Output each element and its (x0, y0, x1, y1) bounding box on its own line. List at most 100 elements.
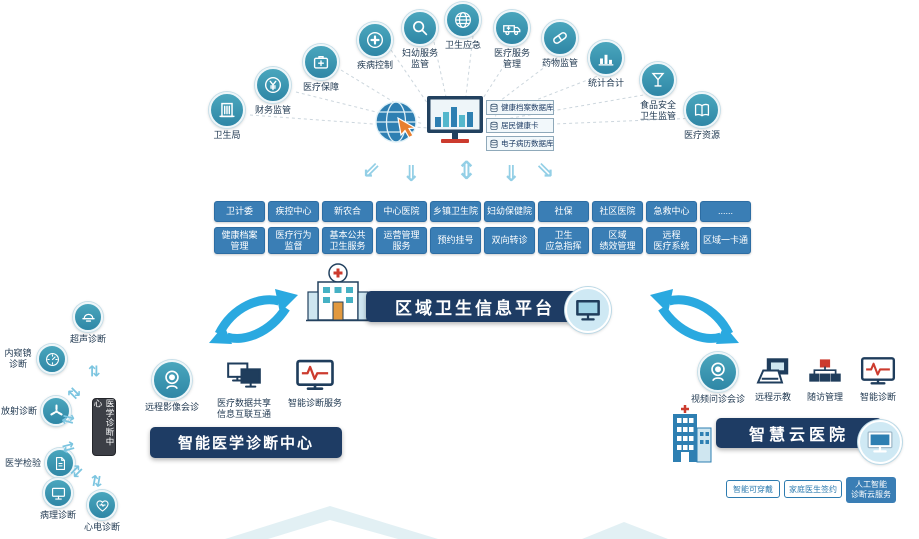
org-button[interactable]: 社区医院 (592, 201, 643, 222)
cloud-hospital-building-icon (670, 404, 716, 469)
service-button[interactable]: 医疗行为 监督 (268, 227, 319, 254)
database-icon (489, 139, 499, 149)
service-button[interactable]: 基本公共 卫生服务 (322, 227, 373, 254)
node-label: 智能诊断 (859, 392, 896, 402)
database-label: 居民健康卡 (501, 121, 539, 130)
diagnosis-center-banner[interactable]: 智能医学诊断中心 (150, 427, 342, 458)
org-button[interactable]: 新农合 (322, 201, 373, 222)
glass-icon (640, 62, 676, 98)
cycle-node-ecg: 心电诊断 (74, 490, 130, 533)
arc-node-medical-security: 医疗保障 (303, 44, 339, 93)
document-icon (45, 448, 75, 478)
node-label: 食品安全 卫生监管 (640, 100, 677, 121)
cycle-node-medical-test: 医学检验 (4, 448, 75, 478)
service-button[interactable]: 双向转诊 (484, 227, 535, 254)
device-label: 医学诊断中心 (93, 399, 115, 447)
arc-node-health-bureau: 卫生局 (209, 92, 245, 141)
org-button[interactable]: 卫计委 (214, 201, 265, 222)
node-label: 远程影像会诊 (144, 402, 199, 412)
decor-chevron (582, 522, 668, 539)
service-node-ai-diagnosis: 智能诊断 (848, 352, 908, 403)
node-label: 统计合计 (588, 78, 625, 88)
sync-arrows-right-icon (648, 282, 743, 349)
node-label: 医学检验 (4, 457, 41, 468)
node-label: 视频问诊会诊 (690, 394, 745, 404)
node-label: 医疗资源 (684, 130, 721, 140)
service-button[interactable]: 运营管理 服务 (376, 227, 427, 254)
org-button[interactable]: ...... (700, 201, 751, 222)
gauge-icon (37, 344, 67, 374)
org-button[interactable]: 疾控中心 (268, 201, 319, 222)
service-button[interactable]: 区域 绩效管理 (592, 227, 643, 254)
service-button[interactable]: 区域一卡通 (700, 227, 751, 254)
service-node-smart-diagnosis: 智能诊断服务 (282, 354, 348, 409)
service-node-data-sharing: 医疗数据共享 信息互联互通 (204, 356, 284, 420)
sync-arrows-left-icon (205, 282, 300, 349)
node-label: 财务监管 (255, 105, 292, 115)
org-button-row: 卫计委 疾控中心 新农合 中心医院 乡镇卫生院 妇幼保健院 社保 社区医院 急救… (214, 201, 751, 222)
pill-icon (542, 20, 578, 56)
database-box[interactable]: 居民健康卡 (486, 118, 554, 133)
ambulance-icon (494, 10, 530, 46)
service-button[interactable]: 远程 医疗系统 (646, 227, 697, 254)
wearable-button[interactable]: 智能可穿戴 (726, 480, 780, 498)
node-label: 卫生应急 (445, 40, 482, 50)
database-box[interactable]: 健康档案数据库 (486, 100, 554, 115)
globe-icon (445, 2, 481, 38)
node-label: 内窥镜 诊断 (4, 348, 32, 369)
node-label: 卫生局 (213, 130, 241, 140)
webcam-icon (698, 352, 738, 392)
node-label: 医疗保障 (303, 82, 340, 92)
flow-arrow-icon: ⇕ (456, 156, 477, 185)
hospital-icon (306, 262, 370, 327)
service-button[interactable]: 卫生 应急指挥 (538, 227, 589, 254)
org-button[interactable]: 妇幼保健院 (484, 201, 535, 222)
exchange-arrow-icon: ⇄ (85, 364, 104, 378)
platform-banner[interactable]: 区域卫生信息平台 (366, 291, 584, 322)
ai-cloud-service-button[interactable]: 人工智能 诊断云服务 (846, 477, 896, 503)
building-icon (209, 92, 245, 128)
ecg-monitor-icon (855, 352, 901, 390)
arc-node-medical-service-mgmt: 医疗服务 管理 (494, 10, 530, 70)
org-button[interactable]: 急救中心 (646, 201, 697, 222)
database-label: 健康档案数据库 (501, 103, 554, 112)
database-icon (489, 103, 499, 113)
node-label: 放射诊断 (0, 405, 37, 416)
family-doctor-button[interactable]: 家庭医生签约 (784, 480, 842, 498)
node-label: 远程示教 (754, 392, 791, 402)
node-label: 心电诊断 (83, 522, 120, 532)
org-chart-icon (806, 356, 844, 390)
node-label: 智能诊断服务 (287, 398, 342, 408)
globe-cursor-icon (372, 98, 422, 153)
node-label: 病理诊断 (39, 510, 76, 520)
yen-icon (255, 67, 291, 103)
org-button[interactable]: 中心医院 (376, 201, 427, 222)
diagnosis-device: 医学诊断中心 (92, 398, 116, 456)
service-button[interactable]: 预约挂号 (430, 227, 481, 254)
node-label: 妇幼服务 监管 (402, 48, 439, 69)
org-button[interactable]: 乡镇卫生院 (430, 201, 481, 222)
webcam-icon (152, 360, 192, 400)
medkit-icon (303, 44, 339, 80)
magnifier-icon (402, 10, 438, 46)
arc-node-statistics: 统计合计 (588, 40, 624, 89)
screens-icon (221, 356, 267, 396)
laptop-icon (752, 354, 794, 390)
cycle-node-endoscope: 内窥镜 诊断 (2, 344, 67, 374)
database-box[interactable]: 电子病历数据库 (486, 136, 554, 151)
cloud-hospital-banner[interactable]: 智慧云医院 (716, 418, 882, 448)
dashboard-monitor-icon (426, 95, 484, 150)
decor-chevron (268, 520, 398, 539)
service-button[interactable]: 健康档案 管理 (214, 227, 265, 254)
node-label: 药物监管 (542, 58, 579, 68)
flow-arrow-icon: ⇓ (402, 162, 421, 187)
database-label: 电子病历数据库 (501, 139, 554, 148)
service-node-remote-teaching: 远程示教 (744, 354, 802, 403)
radiation-icon (41, 396, 71, 426)
node-label: 医疗服务 管理 (494, 48, 531, 69)
service-button-row: 健康档案 管理 医疗行为 监督 基本公共 卫生服务 运营管理 服务 预约挂号 双… (214, 227, 751, 254)
org-button[interactable]: 社保 (538, 201, 589, 222)
cycle-node-pathology: 病理诊断 (30, 478, 86, 521)
book-icon (684, 92, 720, 128)
